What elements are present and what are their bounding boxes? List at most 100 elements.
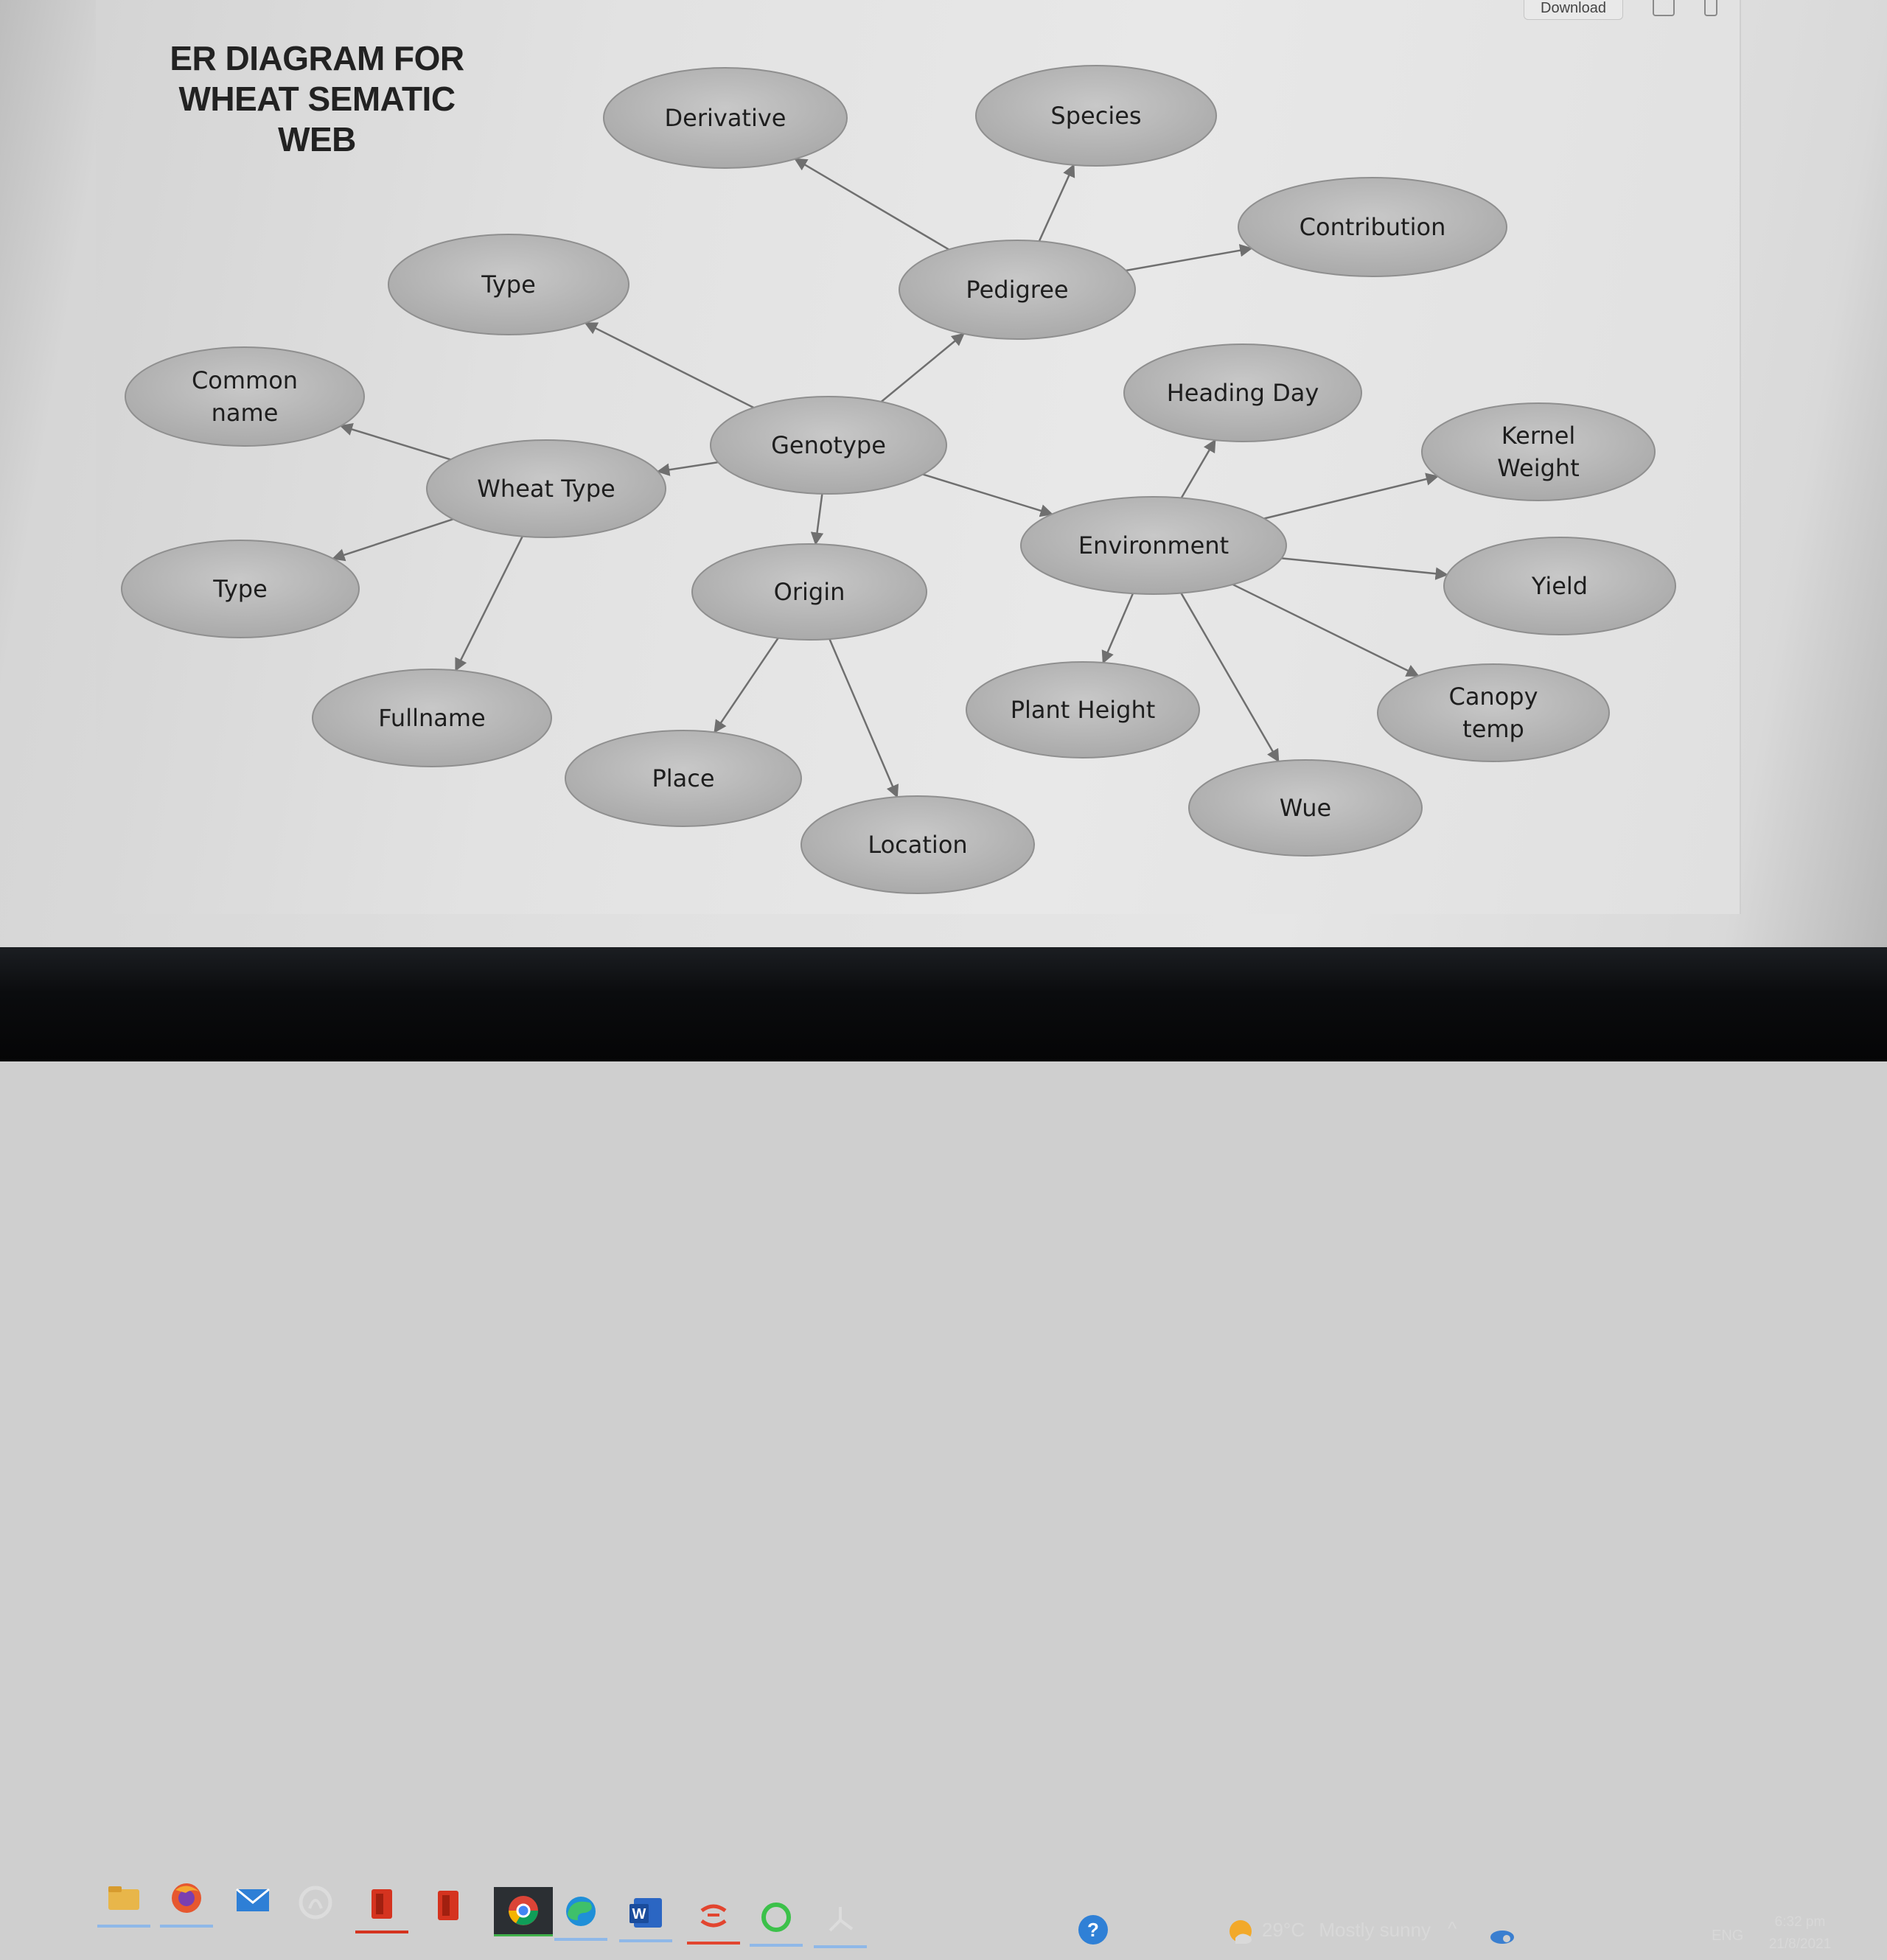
entity-ellipse bbox=[975, 65, 1217, 167]
folder-icon[interactable] bbox=[97, 1877, 150, 1928]
entity-ellipse bbox=[312, 669, 552, 767]
edge-environment-to-canopy-temp bbox=[1232, 583, 1420, 677]
onedrive-icon[interactable] bbox=[1482, 1914, 1523, 1956]
entity-ellipse bbox=[125, 346, 365, 447]
entity-label: Type bbox=[481, 271, 536, 299]
entity-ellipse bbox=[121, 540, 360, 638]
entity-node-species: Species bbox=[975, 65, 1217, 167]
chrome-icon[interactable] bbox=[494, 1887, 553, 1936]
entity-ellipse bbox=[710, 396, 947, 495]
entity-node-canopy-temp: Canopy temp bbox=[1377, 663, 1610, 762]
edge-origin-to-place bbox=[714, 637, 779, 733]
entity-node-pedigree: Pedigree bbox=[899, 240, 1136, 340]
entity-ellipse bbox=[899, 240, 1136, 340]
language-indicator[interactable]: ENG bbox=[1712, 1928, 1744, 1944]
entity-label: Origin bbox=[774, 578, 845, 606]
edge-genotype-to-wheat-type bbox=[656, 461, 719, 476]
weather-widget[interactable]: 29°C Mostly sunny bbox=[1262, 1919, 1431, 1942]
clock-time: 6:32 pm bbox=[1774, 1914, 1826, 1930]
entity-node-location: Location bbox=[801, 795, 1035, 894]
weather-sun-icon bbox=[1220, 1911, 1261, 1952]
office-icon[interactable] bbox=[355, 1883, 408, 1933]
entity-ellipse bbox=[966, 661, 1200, 758]
entity-node-yield: Yield bbox=[1443, 537, 1676, 635]
circle-app-icon[interactable] bbox=[295, 1882, 336, 1923]
entity-ellipse bbox=[801, 795, 1035, 894]
svg-text:?: ? bbox=[1087, 1919, 1099, 1941]
monitor-icon[interactable] bbox=[1653, 0, 1675, 16]
entity-label: Wue bbox=[1280, 794, 1331, 822]
diagram-title: ER DIAGRAM FOR WHEAT SEMATIC WEB bbox=[147, 38, 486, 160]
entity-ellipse bbox=[1020, 496, 1287, 595]
svg-text:W: W bbox=[632, 1906, 646, 1922]
entity-label: Contribution bbox=[1300, 213, 1446, 241]
green-ring-icon[interactable] bbox=[750, 1897, 803, 1947]
red-app-icon[interactable] bbox=[687, 1894, 740, 1945]
title-line: ER DIAGRAM FOR bbox=[170, 39, 464, 77]
download-button[interactable]: Download bbox=[1524, 0, 1623, 20]
entity-label: Canopy bbox=[1448, 683, 1538, 711]
entity-label: name bbox=[212, 399, 279, 427]
edge-genotype-to-origin bbox=[810, 493, 824, 545]
notification-icon[interactable] bbox=[1835, 1919, 1877, 1960]
entity-label: Kernel bbox=[1501, 422, 1576, 450]
entity-label: Place bbox=[652, 764, 714, 792]
task-view-icon[interactable] bbox=[44, 1877, 86, 1919]
edge-environment-to-plant-height bbox=[1101, 593, 1134, 664]
entity-label: Wheat Type bbox=[477, 475, 615, 503]
mail-icon[interactable] bbox=[232, 1880, 273, 1921]
entity-node-environment: Environment bbox=[1020, 496, 1287, 595]
edge-wheat-type-to-fullname bbox=[455, 536, 523, 672]
entity-node-contribution: Contribution bbox=[1238, 177, 1507, 277]
edges-layer bbox=[332, 158, 1448, 798]
firefox-icon[interactable] bbox=[160, 1877, 213, 1928]
keyboard-icon[interactable] bbox=[1662, 1919, 1703, 1960]
entity-node-type-top: Type bbox=[388, 234, 629, 335]
entity-ellipse bbox=[1123, 343, 1362, 442]
edge-origin-to-location bbox=[829, 638, 899, 798]
entity-ellipse bbox=[426, 439, 666, 538]
taskbar: W ? 29°C Mostly sunny ^ ENG 6:32 pm bbox=[0, 947, 1887, 1952]
pen-icon[interactable] bbox=[1611, 1917, 1652, 1958]
entity-ellipse bbox=[1377, 663, 1610, 762]
entity-ellipse bbox=[1238, 177, 1507, 277]
volume-icon[interactable] bbox=[1563, 1917, 1604, 1958]
clock[interactable]: 6:32 pm 21/8/2021 bbox=[1763, 1914, 1837, 1953]
entity-node-genotype: Genotype bbox=[710, 396, 947, 495]
chevron-up-icon[interactable]: ^ bbox=[1448, 1917, 1457, 1939]
edge-environment-to-wue bbox=[1180, 592, 1280, 763]
entity-label: Type bbox=[212, 575, 268, 603]
edge-wheat-type-to-type-left bbox=[332, 518, 454, 562]
entity-node-place: Place bbox=[565, 730, 802, 827]
edge-genotype-to-pedigree bbox=[880, 332, 965, 402]
entity-label: Environment bbox=[1078, 531, 1229, 559]
entity-label: Heading Day bbox=[1167, 379, 1319, 407]
clock-date: 21/8/2021 bbox=[1768, 1936, 1832, 1952]
top-toolbar: Download bbox=[1524, 0, 1717, 21]
acrobat-icon[interactable] bbox=[814, 1898, 867, 1948]
entity-ellipse bbox=[691, 543, 927, 641]
entity-label: temp bbox=[1462, 715, 1524, 743]
entity-label: Yield bbox=[1531, 572, 1588, 600]
title-line: WHEAT SEMATIC bbox=[178, 80, 456, 118]
entity-node-wheat-type: Wheat Type bbox=[426, 439, 666, 538]
people-icon[interactable] bbox=[1128, 1909, 1169, 1950]
entity-node-type-left: Type bbox=[121, 540, 360, 638]
office-icon[interactable] bbox=[428, 1885, 469, 1926]
entity-label: Location bbox=[868, 831, 967, 859]
entity-node-fullname: Fullname bbox=[312, 669, 552, 767]
entity-ellipse bbox=[1188, 759, 1423, 857]
entity-label: Weight bbox=[1497, 454, 1579, 482]
entity-ellipse bbox=[603, 67, 848, 169]
help-icon[interactable]: ? bbox=[1072, 1909, 1114, 1950]
entity-ellipse bbox=[1421, 402, 1656, 501]
trash-icon[interactable] bbox=[1704, 0, 1717, 16]
edge-icon[interactable] bbox=[554, 1891, 607, 1941]
screen: Download ER DIAGRAM FOR WHEAT SEMATIC WE… bbox=[0, 0, 1887, 947]
edge-pedigree-to-derivative bbox=[794, 158, 949, 251]
entity-label: Genotype bbox=[771, 431, 886, 459]
word-icon[interactable]: W bbox=[619, 1892, 672, 1942]
